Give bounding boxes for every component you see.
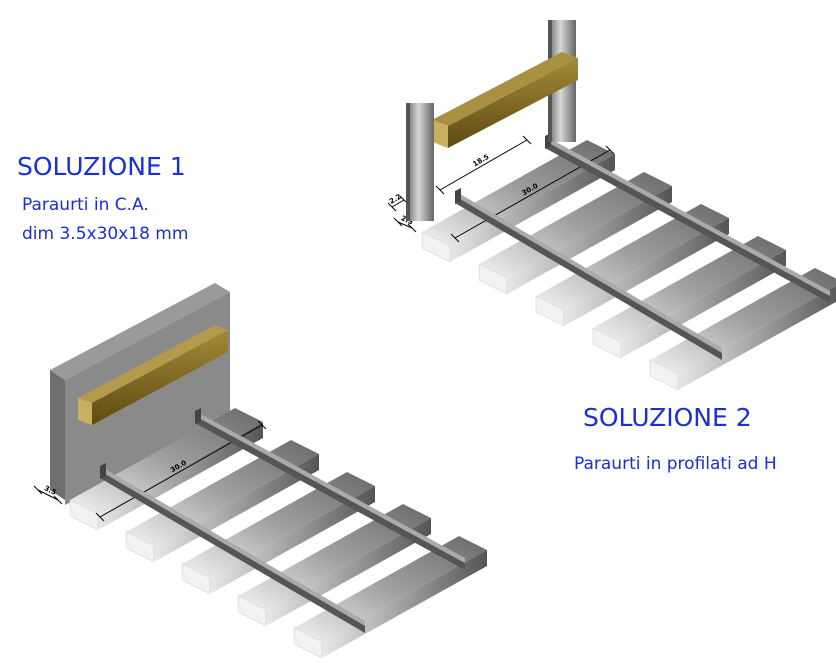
sleeper-end [125, 531, 155, 563]
sleeper-end [237, 595, 267, 627]
rail-web [455, 195, 722, 360]
rail-web [195, 415, 465, 570]
bumper-beam [92, 330, 228, 425]
solution1-title: SOLUZIONE 1 [17, 152, 186, 181]
rail-head [545, 136, 830, 296]
dimension-gap2-line [397, 221, 413, 229]
sleeper-side [564, 218, 729, 326]
rail-web [545, 140, 830, 303]
sleeper-side [154, 454, 319, 562]
rail-head [100, 466, 365, 626]
rail-head [195, 411, 465, 563]
sleeper-end [592, 327, 622, 359]
sleeper-side [98, 422, 263, 530]
wall-top [50, 283, 230, 380]
dimension-depth-line [37, 489, 59, 501]
sleeper-side [507, 186, 672, 294]
h-column-front-flange [406, 103, 410, 221]
sleeper-top [650, 268, 836, 374]
dimension-gap1-line [391, 199, 405, 208]
sleeper-end [181, 563, 211, 595]
dimension-beam-tick [435, 185, 445, 195]
rail-head [455, 191, 722, 353]
dimension-gap2-tick [393, 217, 403, 227]
wall-side [50, 370, 65, 500]
dimension-gap2-tick [407, 223, 417, 233]
sleeper-side [678, 285, 836, 390]
bumper-beam-top [78, 325, 228, 403]
solution2-drawing [406, 20, 578, 221]
sleeper-top [536, 204, 729, 310]
sleeper-side [621, 250, 786, 358]
dimension-length-tick [605, 145, 615, 155]
h-beam-front [448, 58, 578, 148]
rail-end [195, 408, 201, 424]
sleeper-side [450, 154, 615, 262]
solution2-title: SOLUZIONE 2 [583, 403, 752, 432]
rail-web [100, 470, 365, 633]
dimension-beam-line [439, 139, 528, 191]
solution2-description: Paraurti in profilati ad H [574, 454, 777, 474]
sleeper-end [649, 359, 679, 391]
sleeper-top [479, 172, 672, 278]
sleeper-end [293, 627, 323, 659]
dimension-length-tick [95, 512, 105, 522]
dimension-length-tick [450, 233, 460, 243]
solution1-description: Paraurti in C.A. [22, 195, 149, 215]
dimension-gap1-label: 2.2 [388, 193, 403, 206]
h-beam-top [432, 52, 578, 126]
sleeper-top [422, 140, 615, 246]
dimension-depth-tick [53, 495, 63, 505]
solution2-track: 18.530.02.22.3 [387, 133, 836, 391]
solution1-track: 30.03.5 [33, 408, 487, 659]
rail-end [100, 463, 106, 479]
sleeper-top [593, 236, 786, 342]
sleeper-side [210, 486, 375, 594]
rail-end [455, 188, 461, 204]
dimension-beam-tick [522, 135, 532, 145]
dimension-gap1-tick [387, 202, 397, 212]
sleeper-end [478, 263, 508, 295]
h-beam [432, 120, 448, 148]
dimension-depth-tick [33, 485, 43, 495]
h-column-front [408, 103, 434, 221]
solution1-drawing [50, 283, 230, 505]
solution1-dimensions: dim 3.5x30x18 mm [22, 224, 189, 244]
bumper-beam-end [78, 398, 92, 425]
sleeper-end [421, 231, 451, 263]
sleeper-end [69, 499, 99, 531]
dimension-length-tick [257, 420, 267, 430]
sleeper-end [535, 295, 565, 327]
